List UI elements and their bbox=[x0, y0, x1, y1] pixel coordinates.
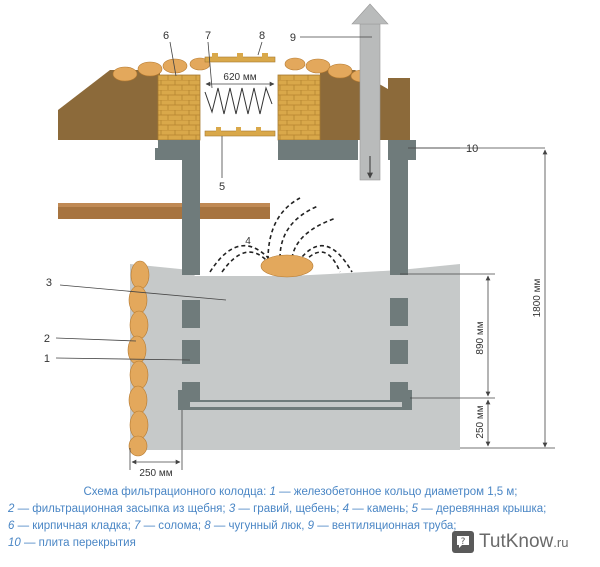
wall-offset-dimension: 250 мм bbox=[139, 468, 172, 479]
label-10: 10 bbox=[466, 143, 478, 155]
caption-line: Схема фильтрационного колодца: 1 — желез… bbox=[83, 486, 518, 498]
straw-zigzag bbox=[204, 86, 273, 115]
stone bbox=[260, 254, 314, 278]
brick-masonry-right bbox=[277, 74, 321, 141]
tutknow-watermark: ? TutKnow.ru bbox=[452, 527, 568, 557]
label-4: 4 bbox=[245, 236, 251, 247]
filter-backfill-stones bbox=[127, 260, 150, 457]
label-6: 6 bbox=[163, 30, 169, 42]
bottom-height-dimension: 250 мм bbox=[475, 405, 486, 438]
filtration-well-diagram: 620 мм bbox=[44, 3, 555, 479]
watermark-text: TutKnow.ru bbox=[479, 531, 569, 552]
brick-masonry-left bbox=[157, 74, 201, 141]
label-8: 8 bbox=[259, 30, 265, 42]
label-7: 7 bbox=[205, 30, 211, 42]
dimension-lines bbox=[400, 147, 555, 449]
diagram-caption: Схема фильтрационного колодца: 1 — желез… bbox=[8, 484, 593, 552]
slab-right bbox=[278, 140, 358, 160]
slab-left bbox=[158, 140, 200, 160]
ring-inner-edge bbox=[190, 402, 402, 407]
svg-text:?: ? bbox=[461, 537, 466, 547]
label-1: 1 bbox=[44, 353, 50, 365]
label-9: 9 bbox=[290, 32, 296, 44]
label-2: 2 bbox=[44, 333, 50, 345]
slab-far-right bbox=[388, 140, 416, 160]
water-splash bbox=[209, 197, 353, 273]
caption-line: 2 — фильтрационная засыпка из щебня; 3 —… bbox=[8, 503, 547, 515]
label-5: 5 bbox=[219, 181, 225, 193]
gravel-fill bbox=[130, 264, 460, 450]
pipe-cap bbox=[351, 3, 389, 25]
label-3: 3 bbox=[46, 277, 52, 289]
hatch-width-dimension: 620 мм bbox=[223, 72, 256, 83]
caption-line: 10 — плита перекрытия bbox=[8, 537, 136, 549]
soil-right-end bbox=[388, 78, 410, 140]
caption-line: 6 — кирпичная кладка; 7 — солома; 8 — чу… bbox=[8, 520, 457, 532]
wall-offset-dimension-lines bbox=[129, 410, 183, 470]
upper-height-dimension: 890 мм bbox=[475, 321, 486, 354]
leader-lines bbox=[55, 36, 460, 361]
soil-left bbox=[58, 70, 160, 140]
total-height-dimension: 1800 мм bbox=[532, 278, 543, 317]
question-bubble-icon: ? bbox=[452, 531, 474, 553]
